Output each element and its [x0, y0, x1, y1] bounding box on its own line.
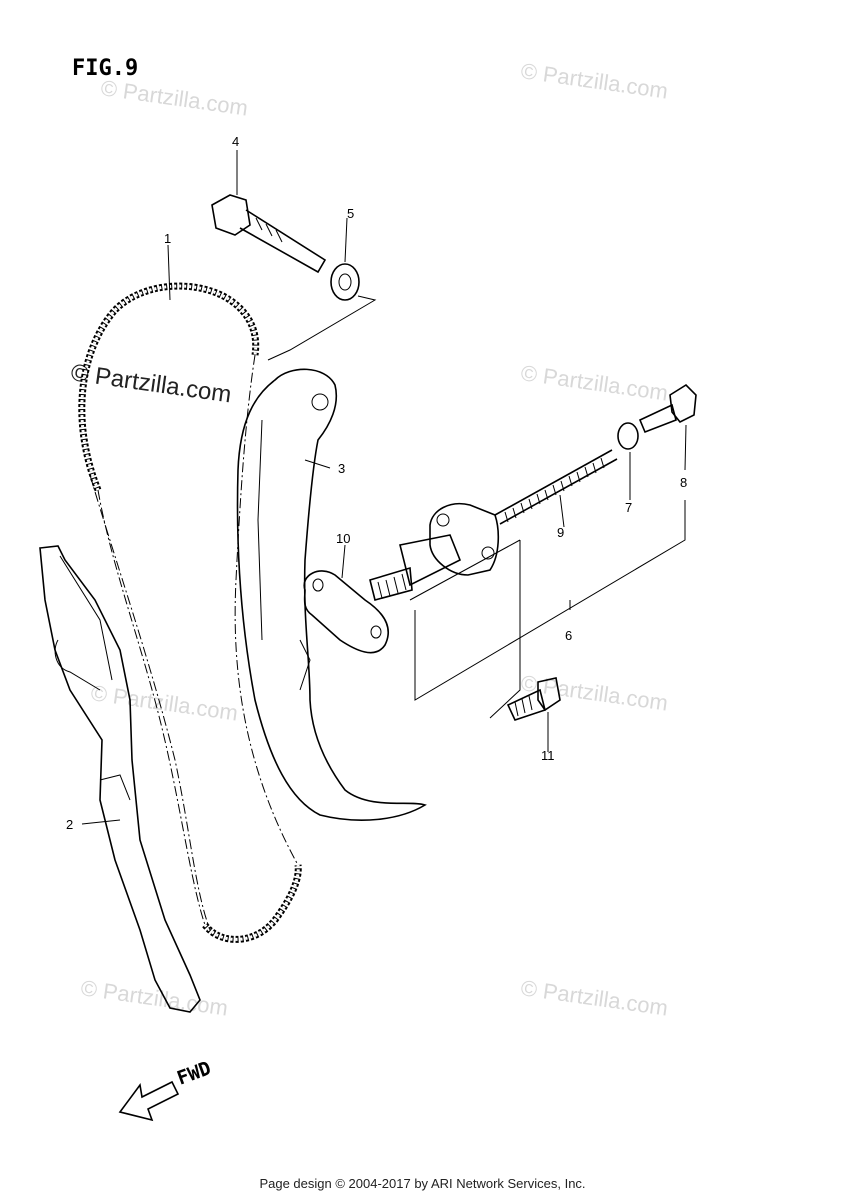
left-down-arrow-icon — [118, 1080, 180, 1122]
watermark-lower-right: © Partzilla.com — [519, 670, 669, 715]
part-washer-5 — [330, 263, 360, 301]
callout-10: 10 — [336, 531, 350, 546]
part-bolt-11 — [506, 677, 561, 721]
callout-8: 8 — [680, 475, 687, 490]
leader-box-5 — [267, 295, 377, 361]
part-bolt-4 — [211, 194, 327, 274]
callout-9: 9 — [557, 525, 564, 540]
leader-lines — [81, 150, 687, 825]
part-plug-bolt-8 — [638, 383, 697, 434]
callout-4: 4 — [232, 134, 239, 149]
watermark-overlay: © Partzilla.com — [69, 359, 233, 408]
callout-labels: 1 2 3 4 5 6 7 8 9 10 11 — [66, 134, 687, 832]
watermark-bottom-left: © Partzilla.com — [79, 975, 229, 1020]
callout-3: 3 — [338, 461, 345, 476]
page-footer: Page design © 2004-2017 by ARI Network S… — [259, 1176, 586, 1191]
figure-title: FIG.9 — [72, 56, 138, 81]
leader-bracket-6 — [414, 500, 686, 719]
part-chain-guide-rear — [39, 545, 201, 1013]
callout-2: 2 — [66, 817, 73, 832]
watermark-top-right: © Partzilla.com — [519, 58, 669, 103]
callout-7: 7 — [625, 500, 632, 515]
callout-6: 6 — [565, 628, 572, 643]
watermarks: © Partzilla.com © Partzilla.com © Partzi… — [69, 58, 669, 1020]
part-chain-tensioner-arm — [236, 368, 427, 821]
fwd-indicator: FWD — [118, 1057, 214, 1122]
watermark-mid-right: © Partzilla.com — [519, 360, 669, 405]
watermark-bottom-right: © Partzilla.com — [519, 975, 669, 1020]
callout-1: 1 — [164, 231, 171, 246]
callout-5: 5 — [347, 206, 354, 221]
part-spring-9 — [494, 449, 618, 525]
callout-11: 11 — [541, 748, 555, 763]
fwd-label: FWD — [174, 1057, 214, 1089]
watermark-top-left: © Partzilla.com — [99, 75, 249, 120]
part-gasket-10 — [303, 570, 390, 654]
part-tensioner-assembly-6 — [369, 503, 521, 601]
part-o-ring-7 — [617, 422, 639, 450]
part-timing-chain — [78, 282, 302, 943]
